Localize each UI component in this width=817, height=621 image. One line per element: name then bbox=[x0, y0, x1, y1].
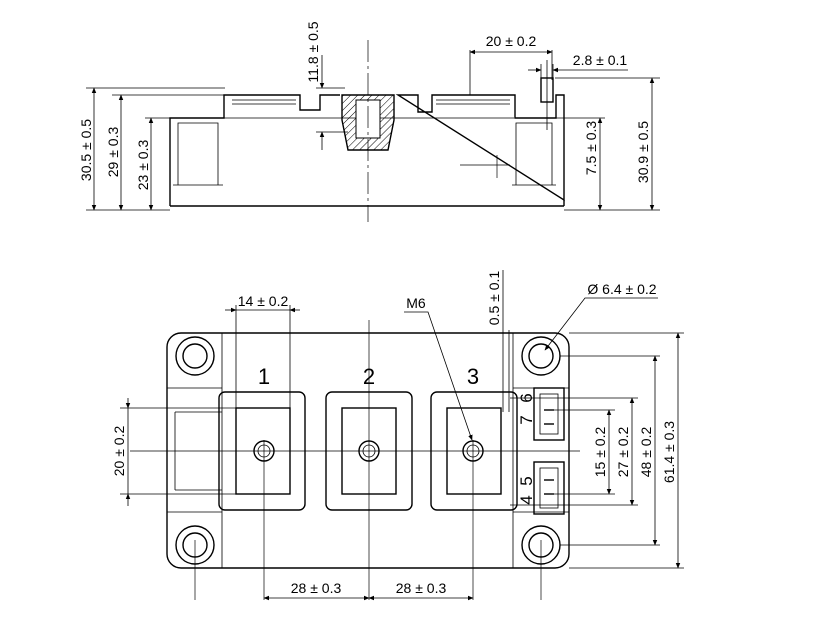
side-view: 30.5 ± 0.5 29 ± 0.3 23 ± 0.3 11.8 ± 0.5 … bbox=[78, 21, 660, 222]
dim-pin-total-height: 30.9 ± 0.5 bbox=[635, 121, 651, 183]
dim-mount-spacing: 48 ± 0.2 bbox=[638, 427, 654, 478]
dim-pitch-left: 28 ± 0.3 bbox=[291, 580, 342, 596]
side-base-plate bbox=[169, 94, 565, 202]
terminal-label-3: 3 bbox=[467, 364, 479, 389]
dim-height-29: 29 ± 0.3 bbox=[105, 127, 121, 178]
dim-thread: M6 bbox=[406, 295, 426, 311]
dim-pitch-right: 28 ± 0.3 bbox=[396, 580, 447, 596]
dim-total-height: 30.5 ± 0.5 bbox=[78, 119, 94, 181]
top-view: 1 2 3 6 7 4 5 14 ± 0.2 M6 0.5 ± 0.1 Ø 6.… bbox=[111, 270, 684, 601]
pin-label-6: 6 bbox=[517, 393, 536, 402]
dim-pin-width: 2.8 ± 0.1 bbox=[573, 52, 628, 68]
dim-terminal-width-side: 20 ± 0.2 bbox=[486, 33, 537, 49]
terminal-label-2: 2 bbox=[363, 364, 375, 389]
pin-housings bbox=[533, 387, 565, 515]
dim-nut-depth: 11.8 ± 0.5 bbox=[305, 21, 321, 82]
dim-height-23: 23 ± 0.3 bbox=[135, 140, 151, 191]
dim-pin-height: 7.5 ± 0.3 bbox=[583, 121, 599, 176]
dim-terminal-height: 20 ± 0.2 bbox=[111, 426, 127, 477]
pin-label-7: 7 bbox=[517, 415, 536, 424]
dim-terminal-width-top: 14 ± 0.2 bbox=[238, 293, 289, 309]
terminal-label-1: 1 bbox=[258, 364, 270, 389]
dim-pin-offset: 0.5 ± 0.1 bbox=[486, 271, 502, 326]
dim-pin-spacing: 15 ± 0.2 bbox=[592, 427, 608, 478]
dim-body-width: 61.4 ± 0.3 bbox=[661, 421, 677, 483]
dim-hole-diameter: Ø 6.4 ± 0.2 bbox=[587, 281, 656, 297]
dim-27: 27 ± 0.2 bbox=[615, 427, 631, 478]
pin-label-5: 5 bbox=[517, 476, 536, 485]
top-body-outline bbox=[166, 332, 570, 569]
pin-label-4: 4 bbox=[517, 495, 536, 504]
